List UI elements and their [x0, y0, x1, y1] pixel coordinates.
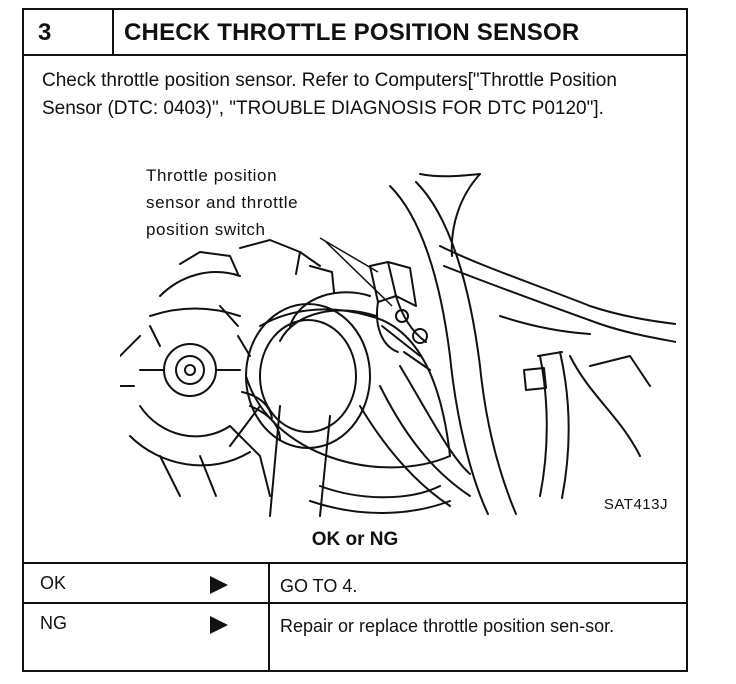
arrow-right-icon [210, 576, 228, 594]
step-header: 3 CHECK THROTTLE POSITION SENSOR [24, 10, 686, 56]
step-instruction: Check throttle position sensor. Refer to… [42, 70, 617, 119]
result-row-ng: NG Repair or replace throttle position s… [24, 602, 686, 672]
result-label: OK [40, 573, 67, 593]
result-heading: OK or NG [311, 529, 399, 550]
callout-line: sensor and throttle [146, 193, 299, 212]
result-row-ok: OK GO TO 4. [24, 562, 686, 602]
step-number: 3 [24, 10, 114, 54]
figure-code: SAT413J [603, 496, 668, 513]
callout-line: position switch [146, 220, 266, 239]
result-label: NG [40, 613, 67, 633]
arrow-right-icon [210, 616, 228, 634]
cell-divider [268, 604, 270, 672]
throttle-sensor-illustration: Throttle position sensor and throttle po… [120, 156, 676, 518]
cell-divider [268, 564, 270, 602]
callout-line: Throttle position [146, 166, 278, 185]
figure-callout: Throttle position sensor and throttle po… [146, 162, 298, 243]
engine-drawing [120, 173, 676, 517]
step-title: CHECK THROTTLE POSITION SENSOR [124, 19, 580, 46]
diagnostic-step-sheet: 3 CHECK THROTTLE POSITION SENSOR Check t… [22, 8, 688, 672]
result-action: Repair or replace throttle position sen-… [280, 616, 615, 636]
result-action: GO TO 4. [280, 576, 358, 596]
